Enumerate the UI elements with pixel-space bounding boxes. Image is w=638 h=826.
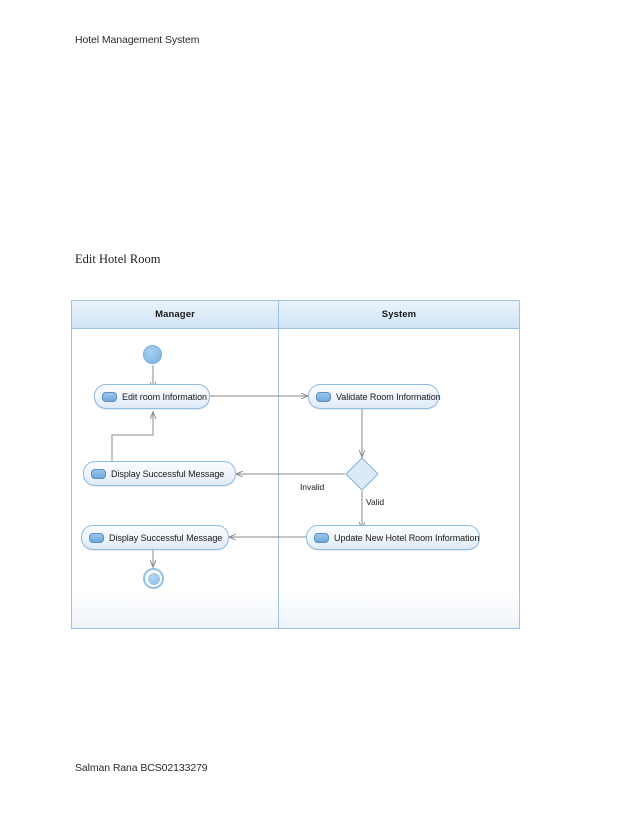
swimlane-label-manager: Manager [155, 309, 195, 320]
action-label: Validate Room Information [336, 391, 441, 402]
swimlane-header-manager: Manager [72, 301, 278, 329]
action-node-display-successful-message-invalid[interactable]: Display Successful Message [83, 461, 236, 486]
action-node-update-new-hotel-room-information[interactable]: Update New Hotel Room Information [306, 525, 480, 550]
action-icon [316, 391, 331, 402]
action-label: Display Successful Message [109, 532, 223, 543]
swimlane-header-system: System [279, 301, 519, 329]
action-node-edit-room-information[interactable]: Edit room Information [94, 384, 210, 409]
section-heading: Edit Hotel Room [75, 252, 161, 266]
page-footer: Salman Rana BCS02133279 [75, 762, 208, 774]
activity-diagram: Manager System [71, 300, 520, 629]
edge-label-invalid: Invalid [300, 482, 325, 492]
swimlane-system: System [278, 300, 520, 629]
action-icon [314, 532, 329, 543]
swimlane-label-system: System [381, 309, 417, 320]
action-icon [89, 532, 104, 543]
final-node[interactable] [143, 568, 164, 589]
action-label: Display Successful Message [111, 468, 225, 479]
action-icon [102, 391, 117, 402]
page-title: Hotel Management System [75, 34, 200, 46]
initial-node[interactable] [143, 345, 162, 364]
final-node-core [147, 572, 160, 585]
decision-node[interactable] [345, 457, 379, 491]
action-label: Edit room Information [122, 391, 207, 402]
action-label: Update New Hotel Room Information [334, 532, 480, 543]
action-icon [91, 468, 106, 479]
edge-label-valid: Valid [366, 497, 385, 507]
action-node-display-successful-message-valid[interactable]: Display Successful Message [81, 525, 229, 550]
action-node-validate-room-information[interactable]: Validate Room Information [308, 384, 441, 409]
